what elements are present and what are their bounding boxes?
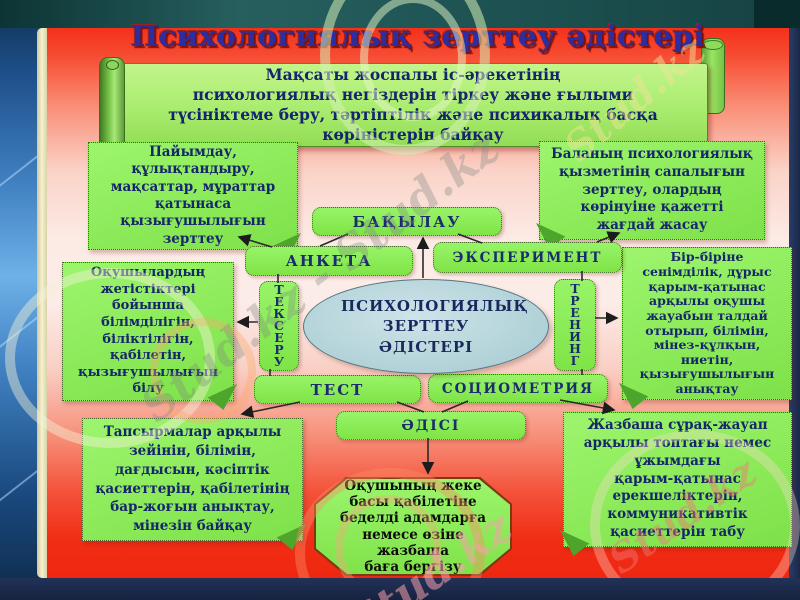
self-assessment-octagon: Оқушының жеке басы қабілетіне беделді ад… <box>314 477 512 576</box>
center-ellipse: ПСИХОЛОГИЯЛЫҚ ЗЕРТТЕУ ӘДІСТЕРІ <box>303 279 549 374</box>
method-bakylau: БАҚЫЛАУ <box>312 207 502 236</box>
octagon-fill: Оқушының жеке басы қабілетіне беделді ад… <box>316 479 510 574</box>
center-ellipse-text: ПСИХОЛОГИЯЛЫҚ ЗЕРТТЕУ ӘДІСТЕРІ <box>341 297 529 356</box>
octagon-text: Оқушының жеке басы қабілетіне беделді ад… <box>340 477 486 575</box>
right-navy-strip <box>789 28 800 578</box>
bottom-navy-band <box>0 578 800 600</box>
note-checking: Оқушылардың жетістіктері бойынша білімді… <box>62 262 237 410</box>
vertical-label-text: ТРЕНИНГ <box>569 281 581 368</box>
top-band-dark-corner <box>754 0 800 28</box>
method-adisi: ӘДІСІ <box>336 411 526 440</box>
method-sociometry: СОЦИОМЕТРИЯ <box>428 374 608 403</box>
method-tekseru: ТЕКСЕРУ <box>259 281 299 371</box>
note-text: Тапсырмалар арқылы зейінін, білімін, дағ… <box>95 423 290 535</box>
scroll-left-roll <box>99 57 125 153</box>
note-text: Оқушылардың жетістіктері бойынша білімді… <box>77 265 219 397</box>
top-teal-band <box>0 0 800 28</box>
slide-title: Психологиялық зерттеу әдістері <box>130 19 706 53</box>
scroll-roll-cap <box>703 40 723 50</box>
note-experiment: Баланың психологиялық қызметінің сапалығ… <box>536 141 765 249</box>
note-text: Бір-біріне сенімділік, дұрыс қарым-қатын… <box>639 249 775 396</box>
scroll-roll-knob <box>105 60 119 70</box>
method-experiment: ЭКСПЕРИМЕНТ <box>433 242 622 273</box>
goal-banner-text: Мақсаты жоспалы іс-әрекетінің психология… <box>168 65 658 144</box>
note-sociometry: Жазбаша сұрақ-жауап арқылы топтағы немес… <box>560 412 792 556</box>
note-text: Жазбаша сұрақ-жауап арқылы топтағы немес… <box>583 417 772 541</box>
page-edge-strip <box>37 28 47 578</box>
vertical-label-text: ТЕКСЕРУ <box>273 282 285 369</box>
note-training: Бір-біріне сенімділік, дұрыс қарым-қатын… <box>619 247 792 409</box>
method-trening: ТРЕНИНГ <box>554 279 596 371</box>
note-text: Баланың психологиялық қызметінің сапалығ… <box>551 145 753 234</box>
goal-scroll-banner: Мақсаты жоспалы іс-әрекетінің психология… <box>118 63 708 147</box>
note-observation: Пайымдау, құлықтандыру, мақсаттар, мұрат… <box>88 142 301 259</box>
note-text: Пайымдау, құлықтандыру, мақсаттар, мұрат… <box>110 144 276 247</box>
method-anketa: АНКЕТА <box>245 246 413 276</box>
note-test: Тапсырмалар арқылы зейінін, білімін, дағ… <box>82 418 306 550</box>
method-test: ТЕСТ <box>254 375 421 404</box>
